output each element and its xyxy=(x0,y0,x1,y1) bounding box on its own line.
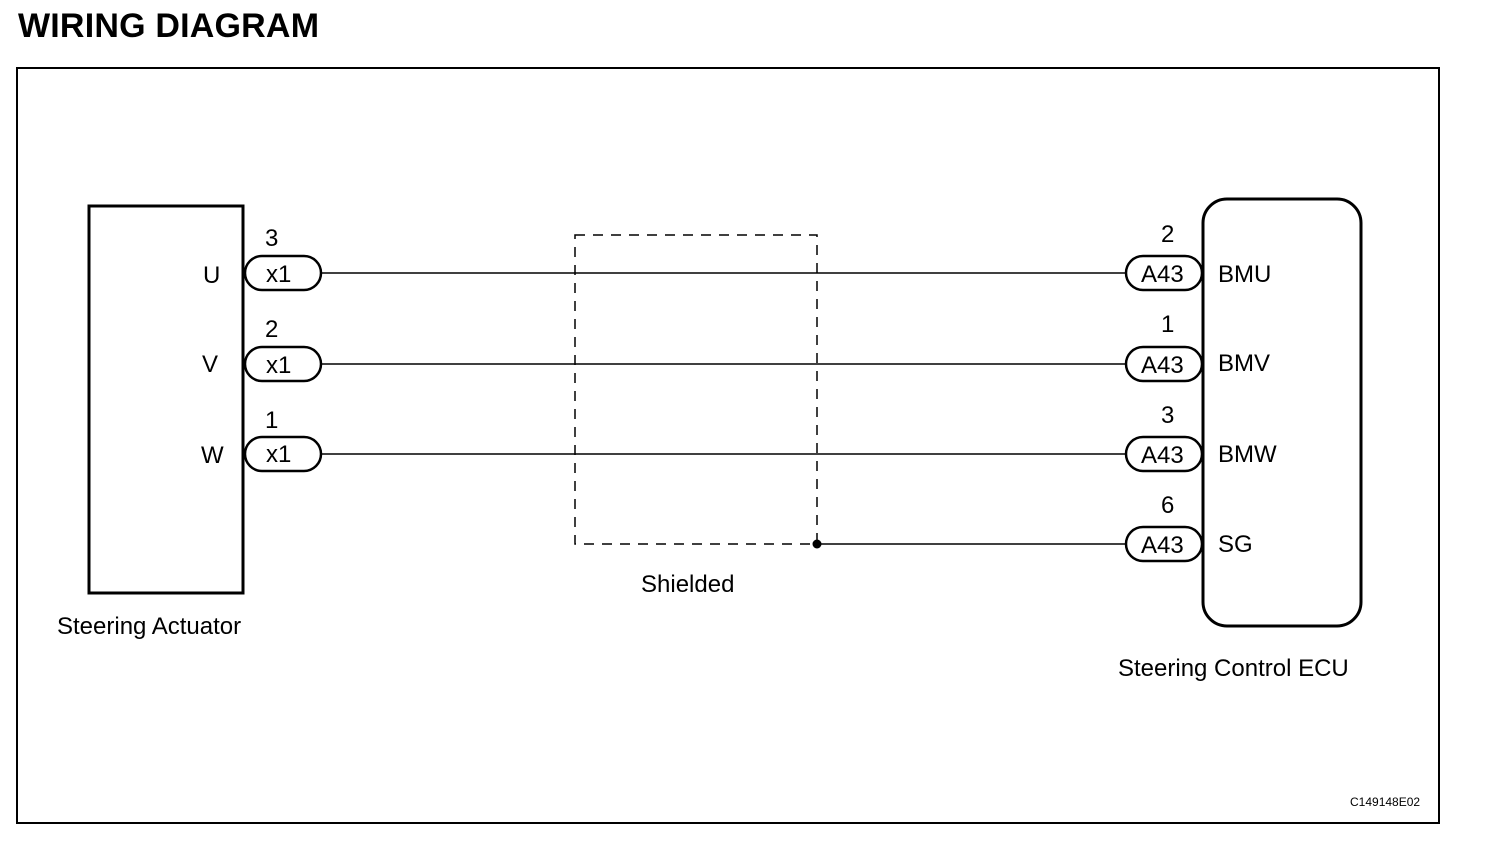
terminal-label-bmu: BMU xyxy=(1218,261,1271,288)
connector-label-a43-bmw: A43 xyxy=(1141,442,1184,469)
terminal-label-u: U xyxy=(203,262,220,289)
steering-ecu-body xyxy=(1201,197,1363,628)
connector-a43-bmu xyxy=(1124,254,1204,292)
connector-x1-v xyxy=(243,345,323,383)
connector-x1-u xyxy=(243,254,323,292)
figure-code: C149148E02 xyxy=(1350,795,1420,809)
terminal-label-w: W xyxy=(201,442,224,469)
shield-box xyxy=(574,234,818,545)
connector-label-a43-sg: A43 xyxy=(1141,532,1184,559)
pin-number-w: 1 xyxy=(265,407,278,434)
connector-a43-bmw xyxy=(1124,435,1204,473)
shield-label: Shielded xyxy=(641,571,734,598)
pin-number-sg: 6 xyxy=(1161,492,1174,519)
connector-a43-sg xyxy=(1124,525,1204,563)
connector-label-x1-u: x1 xyxy=(266,261,291,288)
connector-x1-w xyxy=(243,435,323,473)
pin-number-bmu: 2 xyxy=(1161,221,1174,248)
pin-number-v: 2 xyxy=(265,316,278,343)
steering-actuator-body xyxy=(87,204,245,595)
shield-junction-dot xyxy=(812,539,822,549)
connector-label-a43-bmu: A43 xyxy=(1141,261,1184,288)
terminal-label-v: V xyxy=(202,351,218,378)
page-title: WIRING DIAGRAM xyxy=(18,7,320,45)
terminal-label-sg: SG xyxy=(1218,531,1253,558)
steering-actuator-label: Steering Actuator xyxy=(57,613,241,640)
connector-label-x1-w: x1 xyxy=(266,441,291,468)
terminal-label-bmv: BMV xyxy=(1218,350,1270,377)
pin-number-bmv: 1 xyxy=(1161,311,1174,338)
connector-label-x1-v: x1 xyxy=(266,352,291,379)
connector-label-a43-bmv: A43 xyxy=(1141,352,1184,379)
connector-a43-bmv xyxy=(1124,345,1204,383)
terminal-label-bmw: BMW xyxy=(1218,441,1277,468)
pin-number-u: 3 xyxy=(265,225,278,252)
pin-number-bmw: 3 xyxy=(1161,402,1174,429)
diagram-frame xyxy=(16,67,1440,824)
steering-ecu-label: Steering Control ECU xyxy=(1118,655,1349,682)
